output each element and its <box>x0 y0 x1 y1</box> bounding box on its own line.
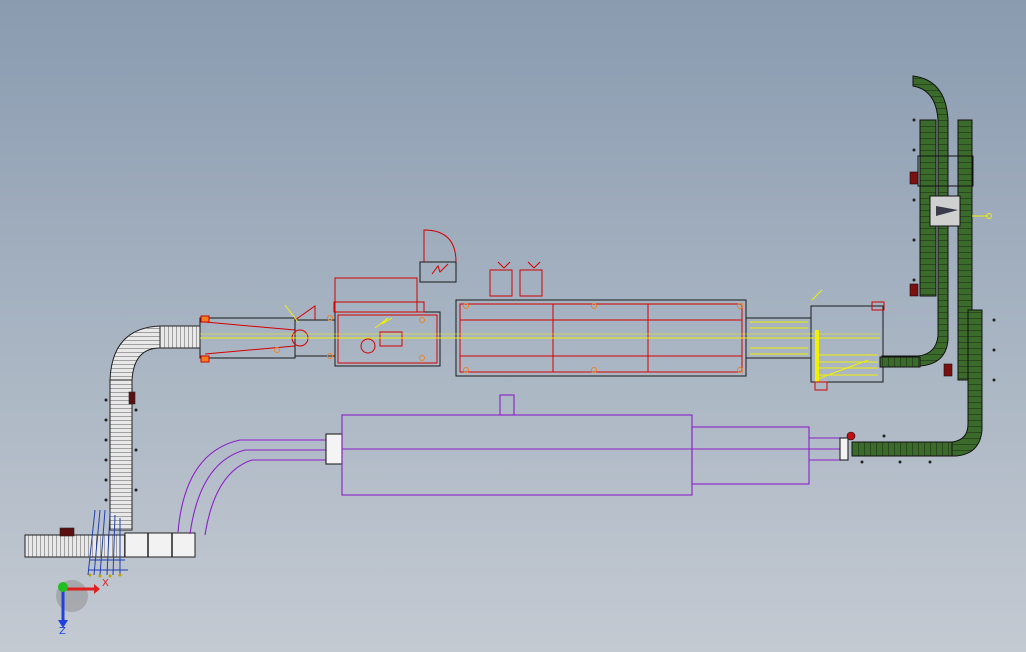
left-conveyor[interactable] <box>24 325 201 578</box>
pipe-system[interactable] <box>177 394 849 536</box>
triad-icon: X Z <box>56 578 109 637</box>
triad-z-label: Z <box>59 626 66 637</box>
right-conveyor[interactable] <box>846 75 996 464</box>
processing-line[interactable] <box>199 229 885 391</box>
triad-x-label: X <box>102 578 109 589</box>
